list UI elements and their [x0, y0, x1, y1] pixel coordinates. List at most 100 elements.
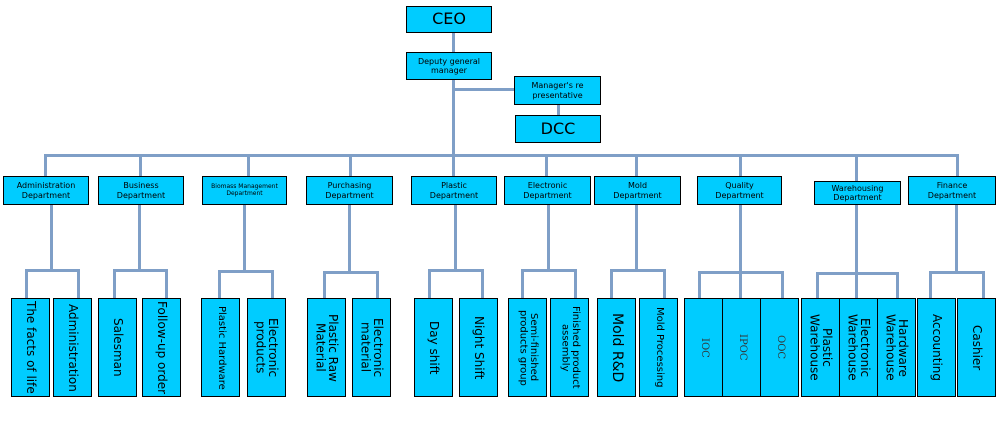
sub-label-line1: Electronic: [266, 317, 281, 378]
dept-finance[interactable]: Finance Department: [908, 176, 996, 205]
dept-label-line1: Administration: [16, 181, 76, 191]
sub-label-line1: Plastic Raw: [326, 313, 341, 382]
sub-accounting[interactable]: Accounting: [917, 298, 956, 397]
manager-rep-label-line2: presentative: [532, 90, 583, 100]
dept-label-line1: Quality: [725, 181, 754, 191]
connector-admin-right: [77, 269, 80, 298]
dept-label-line1: Mold: [627, 181, 648, 191]
sub-mold-rnd[interactable]: Mold R&D: [597, 298, 636, 397]
sub-follow-up-order[interactable]: Follow-up order: [142, 298, 181, 397]
dcc-label: DCC: [540, 118, 576, 138]
sub-cashier[interactable]: Cashier: [957, 298, 996, 397]
connector-plastic-left: [428, 269, 431, 298]
connector-drop-plastic: [452, 154, 455, 176]
dept-quality[interactable]: Quality Department: [697, 176, 782, 205]
sub-administration[interactable]: Administration: [53, 298, 92, 397]
dept-label-line1: Warehousing: [831, 183, 884, 193]
sub-semi-finished-products-group[interactable]: Semi-finished products group: [508, 298, 547, 397]
ceo-label: CEO: [432, 9, 466, 29]
connector-biomass-down: [243, 205, 246, 272]
sub-plastic-warehouse[interactable]: Plastic Warehouse: [801, 298, 840, 397]
sub-label-line1: Finished product: [570, 306, 581, 389]
connector-warehousing-bar: [816, 272, 898, 275]
connector-plastic-right: [481, 269, 484, 298]
manager-rep-label-line1: Manager's re: [531, 81, 584, 91]
connector-electronic-bar: [521, 269, 576, 272]
connector-warehousing-left: [816, 272, 819, 298]
dept-purchasing[interactable]: Purchasing Department: [306, 176, 393, 205]
sub-salesman[interactable]: Salesman: [98, 298, 137, 397]
sub-electronic-material[interactable]: Electronic material: [352, 298, 391, 397]
sub-ioc[interactable]: IOC: [684, 298, 723, 397]
connector-business-bar: [113, 269, 168, 272]
sub-the-facts-of-life[interactable]: The facts of life: [11, 298, 50, 397]
sub-label-line2: assembly: [559, 323, 571, 372]
dept-label-line2: Department: [429, 190, 479, 200]
connector-rep-dcc: [557, 105, 560, 115]
connector-quality-down: [739, 205, 742, 298]
sub-plastic-hardware[interactable]: Plastic Hardware: [201, 298, 240, 397]
dept-warehousing[interactable]: Warehousing Department: [814, 181, 901, 205]
connector-admin-bar: [25, 269, 80, 272]
sub-ooc[interactable]: OOC: [760, 298, 799, 397]
sub-hardware-warehouse[interactable]: Hardware Warehouse: [877, 298, 916, 397]
sub-finished-product-assembly[interactable]: Finished product assembly: [550, 298, 589, 397]
connector-plastic-down: [454, 205, 457, 271]
ceo-box[interactable]: CEO: [406, 6, 492, 33]
connector-ceo-deputy: [452, 33, 455, 52]
deputy-gm-label-line2: manager: [431, 66, 467, 75]
dept-business[interactable]: Business Department: [98, 176, 184, 205]
dept-label-line2: Department: [116, 190, 166, 200]
connector-drop-purchasing: [349, 154, 352, 176]
connector-purchasing-right: [376, 271, 379, 298]
connector-plastic-bar: [428, 269, 483, 272]
connector-finance-down: [955, 205, 958, 273]
dept-label-line2: Department: [523, 190, 572, 200]
dept-label-line1: Biomass Management: [211, 182, 278, 190]
sub-electronic-products[interactable]: Electronic products: [247, 298, 286, 397]
connector-purchasing-bar: [323, 271, 378, 274]
connector-quality-right: [781, 271, 784, 298]
sub-label: Accounting: [929, 313, 944, 381]
sub-label: Mold Processing: [653, 307, 665, 388]
dept-biomass-management[interactable]: Biomass Management Department: [202, 176, 287, 205]
sub-label: OOC: [774, 335, 786, 360]
dept-label-line1: Purchasing: [327, 181, 372, 191]
sub-label-line2: products: [253, 321, 268, 374]
manager-rep-box[interactable]: Manager's re presentative: [514, 76, 601, 105]
dept-plastic[interactable]: Plastic Department: [411, 176, 497, 205]
dept-electronic[interactable]: Electronic Department: [504, 176, 591, 205]
dept-administration[interactable]: Administration Department: [3, 176, 89, 205]
dept-label-line2: Department: [833, 193, 882, 202]
connector-biomass-right: [271, 270, 274, 298]
dept-label-line1: Business: [123, 181, 159, 191]
deputy-gm-box[interactable]: Deputy general manager: [406, 52, 492, 80]
dept-label-line1: Finance: [936, 181, 968, 191]
dept-mold[interactable]: Mold Department: [594, 176, 681, 205]
connector-admin-down: [50, 205, 53, 271]
connector-drop-finance: [956, 154, 959, 176]
sub-night-shift[interactable]: Night Shift: [459, 298, 498, 397]
sub-mold-processing[interactable]: Mold Processing: [639, 298, 678, 397]
sub-label: Cashier: [969, 324, 984, 371]
dept-label-line1: Electronic: [527, 181, 568, 191]
sub-label-line2: Warehouse: [883, 314, 898, 381]
sub-ipoc[interactable]: IPOC: [722, 298, 761, 397]
connector-business-left: [113, 269, 116, 298]
dcc-box[interactable]: DCC: [515, 115, 601, 143]
sub-label-line1: Semi-finished: [528, 313, 539, 382]
connector-mold-bar: [610, 269, 665, 272]
sub-electronic-warehouse[interactable]: Electronic Warehouse: [839, 298, 878, 397]
sub-day-shift[interactable]: Day shift: [414, 298, 453, 397]
deputy-gm-label-line1: Deputy general: [417, 56, 481, 66]
connector-drop-business: [139, 154, 142, 176]
connector-mold-right: [663, 269, 666, 298]
sub-plastic-raw-material[interactable]: Plastic Raw Material: [307, 298, 346, 397]
connector-main-bus: [44, 154, 959, 157]
connector-quality-bar: [698, 271, 783, 274]
sub-label-line2: Warehouse: [807, 314, 822, 381]
connector-biomass-bar: [218, 270, 273, 273]
dept-label-line2: Department: [715, 190, 764, 200]
sub-label: IPOC: [736, 334, 748, 361]
dept-label-line2: Department: [613, 190, 662, 200]
